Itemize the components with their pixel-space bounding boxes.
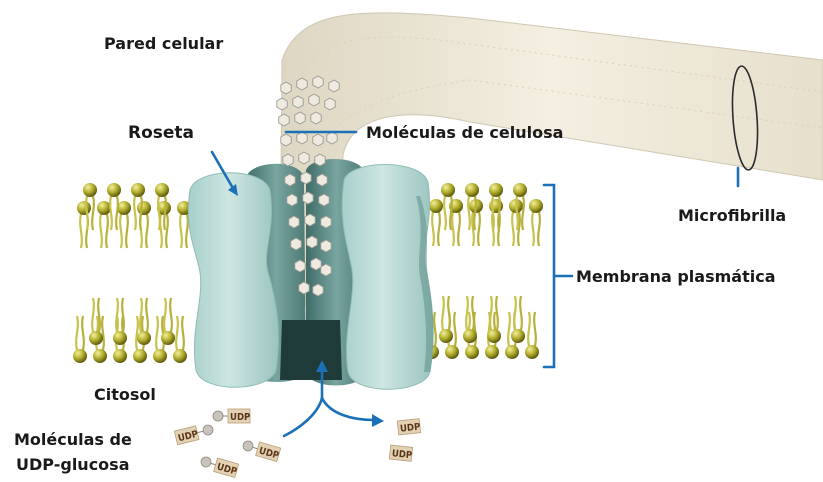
label-moleculas-celulosa: Moléculas de celulosa <box>366 123 563 142</box>
udp-tag: UDP <box>391 448 412 461</box>
label-roseta: Roseta <box>128 123 194 143</box>
udp-tag: UDP <box>230 412 250 423</box>
label-udp-glucosa-line2: UDP-glucosa <box>16 455 129 474</box>
label-pared-celular: Pared celular <box>104 34 223 53</box>
label-udp-glucosa-line1: Moléculas de <box>14 430 132 449</box>
label-microfibrilla: Microfibrilla <box>678 206 786 225</box>
label-citosol: Citosol <box>94 385 156 404</box>
lipid-bilayer-left <box>73 183 191 363</box>
lipid-bilayer-right <box>425 183 543 359</box>
label-membrana-plasmatica: Membrana plasmática <box>576 267 775 286</box>
udp-glucose-molecules: UDP UDP UDP UDP UDP UDP <box>174 409 421 478</box>
udp-tag: UDP <box>400 422 421 435</box>
